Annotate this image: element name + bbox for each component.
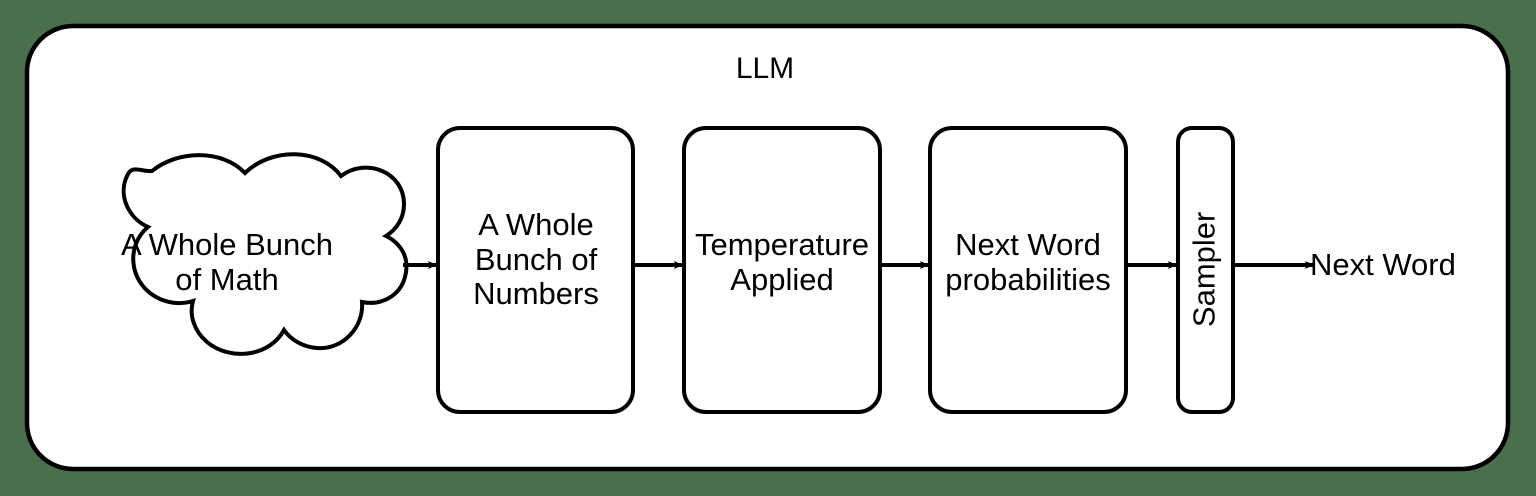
math-cloud-outline — [121, 152, 409, 356]
probabilities-box-outline — [928, 126, 1128, 414]
numbers-box-outline — [436, 126, 635, 414]
temperature-box-outline — [682, 126, 882, 414]
sampler-box-outline — [1176, 126, 1235, 414]
